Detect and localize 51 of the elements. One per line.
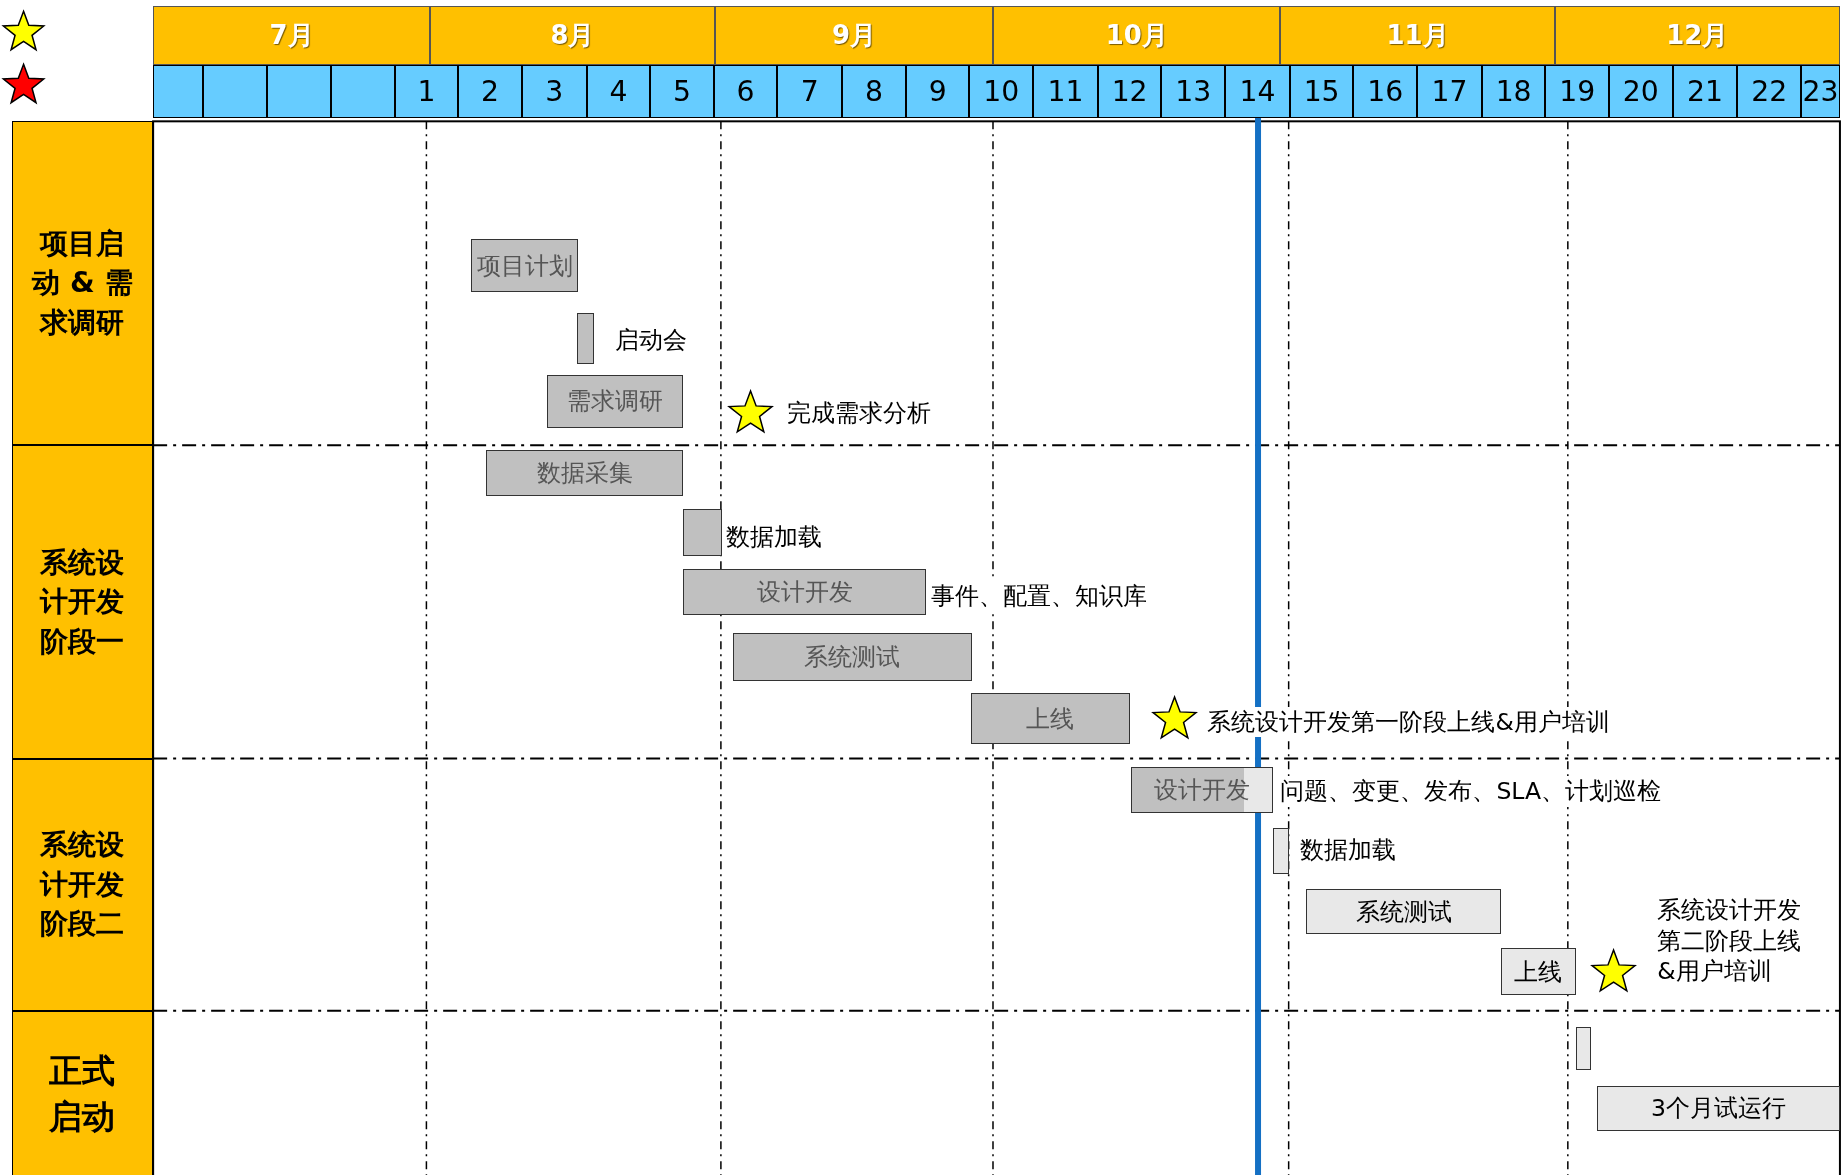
- day-cell: 4: [586, 64, 651, 118]
- task-bar: [683, 508, 723, 556]
- day-cell: 8: [842, 64, 906, 118]
- phase-header: 系统设计开发阶段一: [11, 445, 154, 759]
- task-bar: 设计开发: [1130, 766, 1274, 813]
- day-cell: 17: [1417, 64, 1482, 118]
- month-cell: 12月: [1554, 5, 1840, 65]
- task-bar: [1273, 828, 1289, 874]
- day-cell: 7: [777, 64, 843, 118]
- day-cell: 21: [1672, 64, 1738, 118]
- day-cell: 3: [521, 64, 587, 118]
- task-bar: 上线: [970, 692, 1130, 745]
- task-bar: 3个月试运行: [1597, 1086, 1840, 1131]
- milestone-star: [726, 388, 774, 436]
- task-bar: 系统测试: [1306, 889, 1501, 935]
- task-bar: 数据采集: [486, 449, 684, 496]
- day-cell: 11: [1033, 64, 1098, 118]
- task-bar: 需求调研: [546, 374, 684, 428]
- task-bar: 设计开发: [683, 568, 926, 615]
- month-cell: 10月: [993, 5, 1281, 65]
- day-cell: 1: [394, 64, 459, 118]
- bar-note: 问题、变更、发布、SLA、计划巡检: [1280, 776, 1662, 807]
- month-cell: 8月: [429, 5, 715, 65]
- day-cell: 5: [650, 64, 714, 118]
- month-cell: 7月: [153, 5, 430, 65]
- task-bar: 项目计划: [471, 239, 579, 293]
- day-cell: 12: [1097, 64, 1162, 118]
- day-cell: 14: [1225, 64, 1290, 118]
- task-bar: 系统测试: [732, 632, 972, 681]
- month-cell: 11月: [1280, 5, 1555, 65]
- day-cell: 18: [1481, 64, 1546, 118]
- day-cell: 22: [1737, 64, 1802, 118]
- task-bar: [577, 313, 594, 364]
- milestone-label: 系统设计开发第一阶段上线&用户培训: [1207, 706, 1610, 738]
- day-cell: 9: [905, 64, 970, 118]
- day-cell: 16: [1353, 64, 1418, 118]
- day-cell: 13: [1161, 64, 1226, 118]
- day-cell: 6: [713, 64, 778, 118]
- task-bar: 上线: [1500, 948, 1577, 996]
- month-cell: 9月: [715, 5, 993, 65]
- phase-header: 系统设计开发阶段二: [11, 758, 154, 1011]
- phase-header: 正式启动: [11, 1010, 154, 1175]
- bar-note: 事件、配置、知识库: [930, 580, 1147, 612]
- day-cell: 15: [1289, 64, 1354, 118]
- day-cell: 10: [969, 64, 1034, 118]
- day-cell: 20: [1609, 64, 1673, 118]
- day-cell: 23: [1801, 64, 1840, 118]
- phase-header: 项目启动 & 需求调研: [11, 121, 154, 446]
- task-bar: [1576, 1027, 1592, 1070]
- day-cell: 19: [1545, 64, 1610, 118]
- day-cell: 2: [458, 64, 522, 118]
